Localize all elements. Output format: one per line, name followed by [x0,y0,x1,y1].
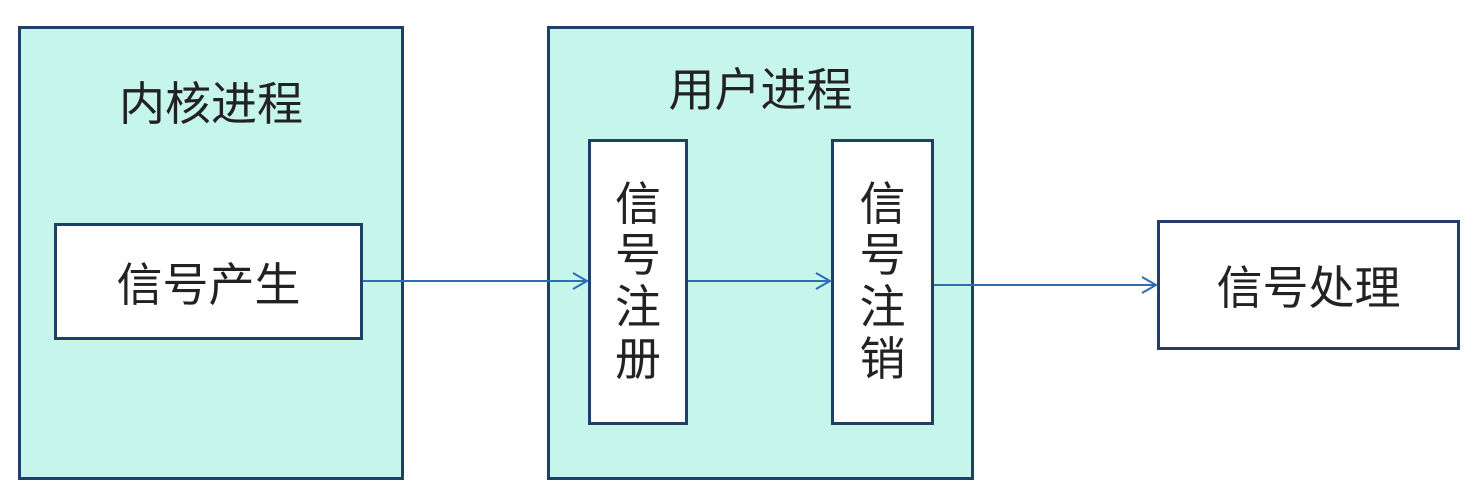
unregister-char: 号 [859,228,906,283]
user-process-title: 用户进程 [668,63,853,117]
arrow-unregister-to-handling [934,276,1159,294]
signal-unregister-node: 信 号 注 销 [831,139,934,425]
unregister-char: 销 [859,331,906,386]
kernel-process-title: 内核进程 [119,77,303,131]
signal-generation-node: 信号产生 [54,223,363,340]
arrow-generation-to-register [363,272,590,290]
register-char: 册 [615,331,661,386]
signal-handling-node: 信号处理 [1157,220,1460,350]
signal-register-node: 信 号 注 册 [588,139,688,425]
register-char: 信 [615,176,661,231]
register-char: 注 [615,280,661,334]
unregister-char: 注 [859,280,906,334]
register-char: 号 [615,228,661,283]
unregister-char: 信 [859,176,906,231]
arrow-register-to-unregister [688,272,833,290]
